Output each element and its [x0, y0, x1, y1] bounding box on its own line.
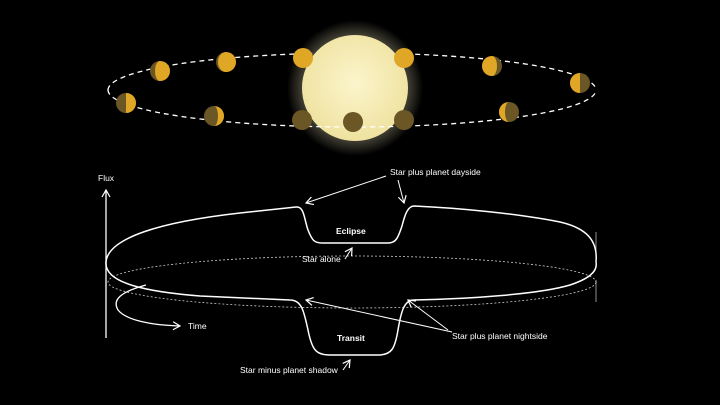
planet-front-left-2 — [292, 110, 312, 130]
planet-back-left — [150, 61, 170, 81]
pointer-nightside-right — [407, 299, 449, 331]
planet-night-side — [293, 48, 313, 68]
planet-front-right — [499, 102, 519, 122]
pointer-dayside-left — [304, 175, 387, 206]
planet-night-side — [292, 110, 312, 130]
label-eclipse: Eclipse — [336, 226, 366, 236]
planet-lit-side — [126, 93, 136, 113]
pointer-dayside-right — [397, 179, 407, 205]
planet-top-right-full — [394, 48, 414, 68]
label-star-alone: Star alone — [302, 254, 341, 264]
pointer-star-alone — [344, 246, 353, 260]
orbit-path-front — [107, 89, 597, 128]
time-axis-label: Time — [188, 321, 207, 331]
label-star-plus-nightside: Star plus planet nightside — [452, 331, 548, 341]
orbit-path-back — [107, 52, 597, 91]
label-transit: Transit — [337, 333, 365, 343]
planet-lit-side — [218, 52, 236, 72]
pointer-shadow — [342, 359, 351, 371]
label-star-minus-shadow: Star minus planet shadow — [240, 365, 339, 375]
flux-axis-label: Flux — [98, 173, 115, 183]
label-star-plus-dayside: Star plus planet dayside — [390, 167, 481, 177]
planet-far-right — [570, 73, 590, 93]
planet-lit-side — [155, 61, 170, 81]
planet-far-left — [116, 93, 136, 113]
planet-lit-side — [214, 106, 224, 126]
planet-night-side — [343, 112, 363, 132]
orbit-section — [107, 20, 597, 156]
planet-back-right — [482, 56, 502, 76]
planet-lit-side — [482, 56, 497, 76]
light-curve-front — [105, 261, 597, 356]
planet-front-right-2 — [394, 110, 414, 130]
planet-front-left — [204, 106, 224, 126]
planet-front-center — [343, 112, 363, 132]
planet-night-side — [394, 110, 414, 130]
planet-night-side — [394, 48, 414, 68]
planet-lit-side — [570, 73, 580, 93]
planet-back-left-2 — [216, 52, 236, 72]
light-curve-section: Flux Time Star plus planet dayside Eclip… — [98, 167, 597, 375]
planet-top-left-full — [293, 48, 313, 68]
light-curve-back — [105, 205, 597, 263]
pointer-nightside-left — [304, 297, 453, 333]
star — [302, 35, 408, 141]
reference-ellipse — [107, 255, 597, 309]
planet-lit-side — [499, 102, 509, 122]
time-arrow — [115, 284, 182, 331]
